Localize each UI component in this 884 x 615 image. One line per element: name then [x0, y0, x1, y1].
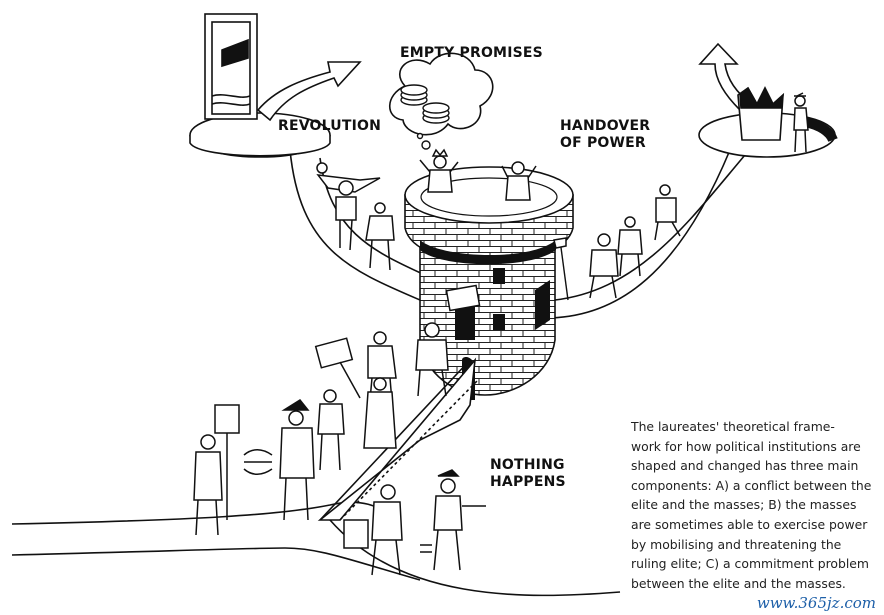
caption-line: ruling elite; C) a commitment problem: [631, 556, 869, 572]
caption-line: The laureates' theoretical frame-: [631, 419, 835, 434]
figure-king: [793, 92, 809, 153]
caption-line: shaped and changed has three main: [631, 458, 859, 474]
label-handover-line1: HANDOVER: [560, 118, 651, 134]
road-handover: [544, 149, 746, 319]
label-handover-of-power: HANDOVER OF POWER: [560, 118, 650, 152]
label-empty-promises-text: EMPTY PROMISES: [400, 45, 543, 61]
caption-line: are sometimes able to exercise power: [631, 516, 868, 532]
label-empty-promises: EMPTY PROMISES: [400, 45, 543, 62]
crowd-ramp: [193, 284, 481, 536]
caption-text: The laureates' theoretical frame- work f…: [631, 417, 881, 593]
caption-line: work for how political institutions are: [631, 438, 861, 454]
arrow-icon: [256, 61, 362, 122]
label-revolution-text: REVOLUTION: [278, 118, 382, 134]
coin-stack-icon: [400, 84, 450, 124]
label-revolution: REVOLUTION: [278, 118, 381, 135]
label-handover-line2: OF POWER: [560, 135, 646, 151]
caption-line: between the elite and the masses.: [631, 575, 846, 591]
crown-icon: [737, 86, 785, 141]
label-nothing-line2: HAPPENS: [490, 474, 566, 490]
label-nothing-line1: NOTHING: [490, 457, 565, 473]
caption-line: by mobilising and threatening the: [631, 536, 842, 552]
label-nothing-happens: NOTHING HAPPENS: [490, 457, 566, 491]
empty-promises-bubble: [388, 52, 494, 150]
guillotine-icon: [204, 13, 258, 120]
crowd-handover: [553, 184, 681, 301]
tower-icon: [404, 166, 574, 400]
ground-path: [11, 501, 621, 597]
revolution-platform: [189, 112, 331, 158]
crowd-revolution: [316, 162, 395, 271]
caption-line: elite and the masses; B) the masses: [631, 497, 857, 513]
caption-line: components: A) a conflict between the: [631, 477, 872, 493]
watermark: www.365jz.com: [756, 594, 876, 612]
elite-figures: [419, 148, 537, 201]
crowd-nothing-happens: [343, 469, 486, 576]
